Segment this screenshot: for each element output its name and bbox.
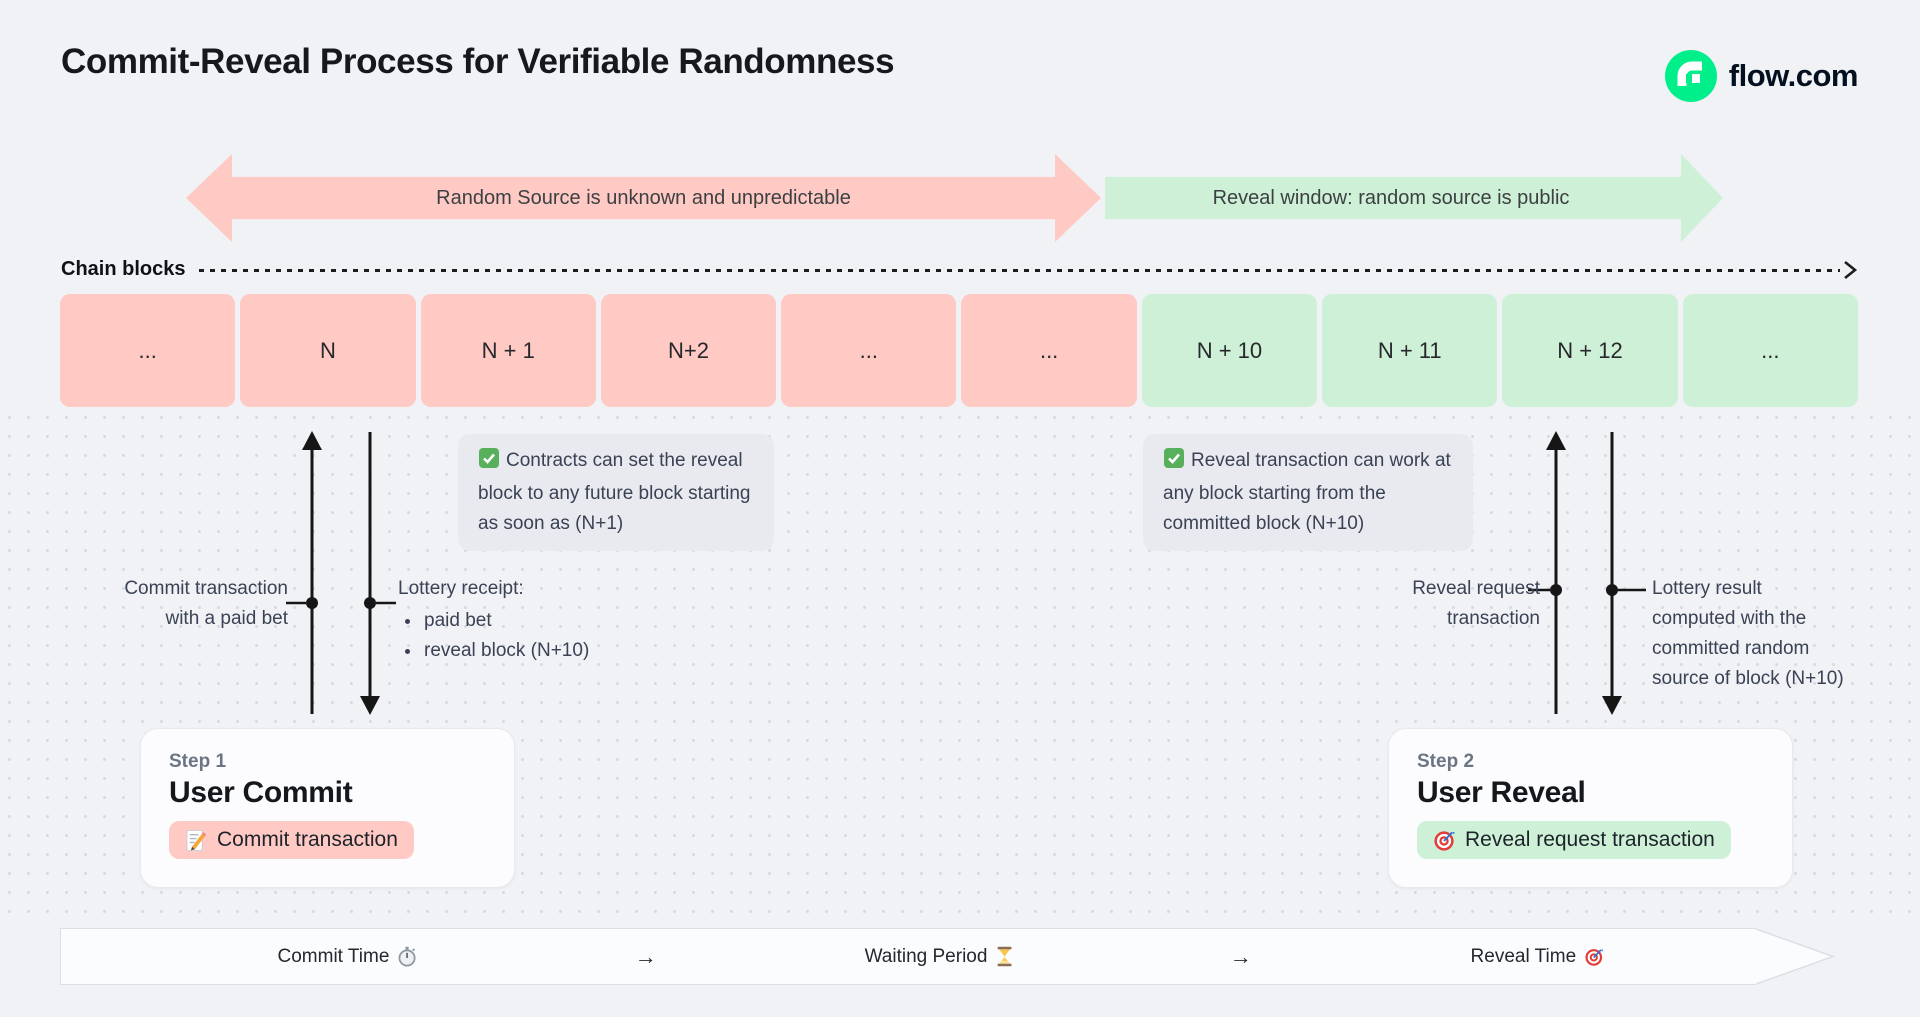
timeline-commit-time-label: Commit Time	[277, 945, 390, 967]
memo-icon	[185, 829, 208, 852]
lottery-result-annotation: Lottery result computed with the committ…	[1652, 578, 1844, 689]
chain-arrow-right-icon	[1842, 260, 1858, 280]
chain-blocks-row: Chain blocks	[61, 258, 1858, 281]
commit-note-box: Contracts can set the reveal block to an…	[458, 434, 774, 551]
timeline-arrow-1: →	[634, 943, 657, 969]
commit-transaction-pill-label: Commit transaction	[217, 828, 398, 851]
lottery-receipt-title: Lottery receipt:	[398, 578, 524, 599]
step-2-title: User Reveal	[1417, 776, 1586, 809]
reveal-request-pill: Reveal request transaction	[1417, 821, 1731, 859]
timeline-waiting-period-label: Waiting Period	[864, 945, 988, 967]
step-1-label: Step 1	[169, 751, 227, 772]
reveal-phase-label: Reveal window: random source is public	[1212, 186, 1570, 209]
reveal-phase-arrow: Reveal window: random source is public	[1105, 154, 1723, 242]
brand-label: flow.com	[1728, 58, 1859, 93]
commit-transaction-pill: Commit transaction	[169, 821, 414, 859]
page-title: Commit-Reveal Process for Verifiable Ran…	[61, 42, 895, 81]
chain-block: ...	[961, 294, 1137, 407]
timeline-arrow-2: →	[1229, 943, 1252, 969]
chain-blocks-label: Chain blocks	[61, 258, 186, 280]
step-2-label: Step 2	[1417, 751, 1475, 772]
stopwatch-icon	[397, 946, 417, 967]
check-icon	[478, 447, 500, 479]
chain-block: N + 1	[420, 294, 596, 407]
lottery-receipt-annotation: Lottery receipt: paid bet reveal block (…	[398, 574, 589, 666]
flow-logo-icon	[1664, 50, 1717, 102]
target-icon	[1433, 829, 1456, 852]
check-icon	[1163, 447, 1185, 479]
reveal-note-text: Reveal transaction can work at any block…	[1163, 450, 1451, 534]
chain-block: N	[240, 294, 416, 407]
chain-block: N+2	[600, 294, 777, 407]
timeline-bar: Commit Time → Waiting Period → Reveal Ti…	[60, 928, 1756, 985]
commit-note-text: Contracts can set the reveal block to an…	[478, 450, 751, 534]
hourglass-icon	[995, 946, 1013, 967]
chain-block: N + 10	[1141, 294, 1318, 407]
timeline-reveal-time-label: Reveal Time	[1470, 945, 1577, 967]
chain-block: ...	[60, 294, 236, 407]
chain-block: N + 11	[1322, 294, 1498, 407]
target-icon	[1584, 947, 1604, 967]
step-2-card: Step 2 User Reveal Reveal request transa…	[1388, 728, 1793, 888]
chain-dotted-line	[199, 269, 1840, 272]
reveal-note-box: Reveal transaction can work at any block…	[1143, 434, 1473, 551]
lottery-receipt-item: reveal block (N+10)	[422, 636, 589, 666]
commit-transaction-annotation: Commit transaction with a paid bet	[124, 578, 288, 629]
timeline-commit-time: Commit Time	[278, 946, 418, 968]
chain-block: ...	[1682, 294, 1858, 407]
chain-block: N + 12	[1502, 294, 1678, 407]
reveal-request-annotation: Reveal request transaction	[1412, 578, 1540, 629]
step-1-card: Step 1 User Commit Commit transaction	[140, 728, 515, 888]
step-1-title: User Commit	[169, 776, 353, 809]
chain-block: ...	[781, 294, 957, 407]
timeline-reveal-time: Reveal Time	[1471, 946, 1605, 968]
lottery-receipt-item: paid bet	[422, 606, 589, 636]
reveal-request-pill-label: Reveal request transaction	[1465, 828, 1715, 851]
commit-phase-arrow: Random Source is unknown and unpredictab…	[186, 154, 1101, 242]
timeline-waiting-period: Waiting Period	[865, 946, 1014, 968]
timeline-end-chevron	[1755, 928, 1836, 985]
brand: flow.com	[1664, 50, 1859, 102]
commit-phase-label: Random Source is unknown and unpredictab…	[436, 186, 851, 209]
